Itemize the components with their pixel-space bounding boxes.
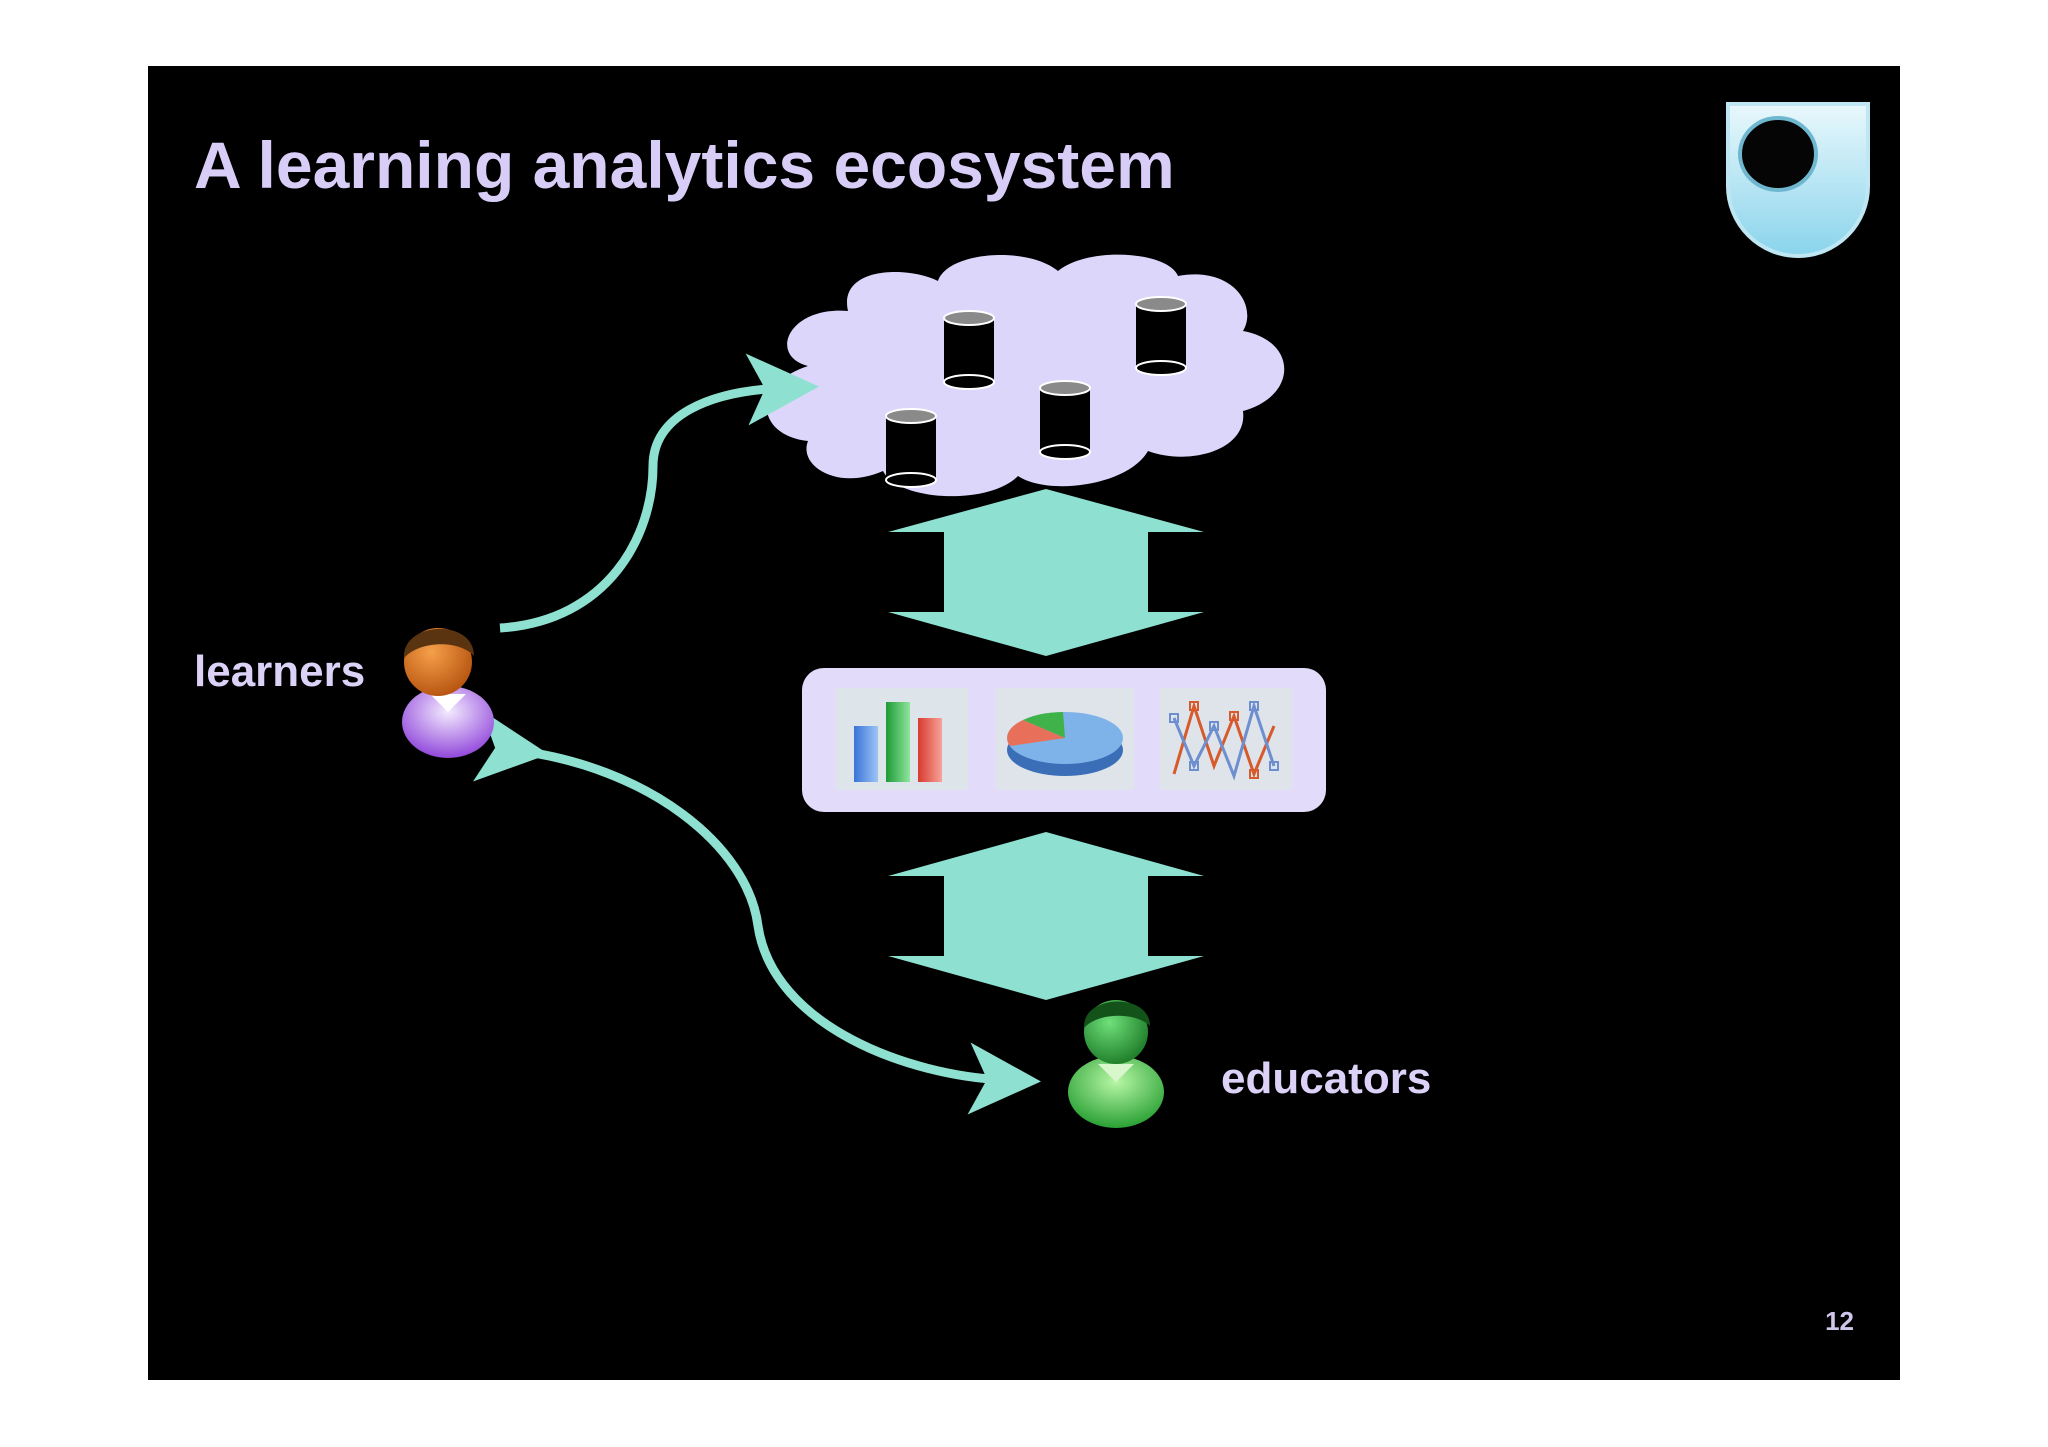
double-arrow-cloud-analytics [888,489,1204,656]
learners-label: learners [194,647,366,696]
curved-arrow-learners-to-cloud [499,353,819,633]
database-icon [885,408,937,488]
bar-chart-icon [836,688,968,790]
double-arrow-analytics-educators [888,832,1204,1000]
page-number: 12 [1825,1306,1854,1336]
slide-title: A learning analytics ecosystem [194,128,1175,202]
database-icon [943,310,995,390]
database-icon [1039,380,1091,460]
cloud-icon [766,254,1285,497]
curved-arrow-learners-educators [472,709,1041,1115]
open-university-logo [1726,102,1870,258]
pie-chart-icon [996,688,1134,790]
educators-label: educators [1221,1054,1432,1103]
line-chart-icon [1160,688,1292,790]
person-icon [1068,1000,1164,1128]
ecosystem-diagram [402,102,1870,1128]
person-icon [402,628,494,758]
database-icon [1135,296,1187,376]
slide: A learning analytics ecosystem learners … [148,66,1900,1380]
